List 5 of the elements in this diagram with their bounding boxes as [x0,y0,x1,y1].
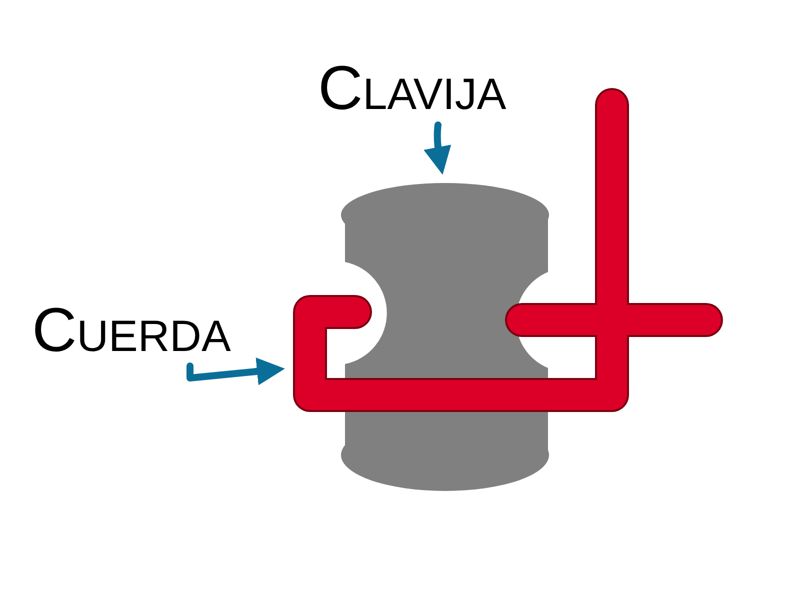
part-label: CLAVIJA [318,58,506,120]
peg-drawing [341,183,549,491]
leader-arrow [424,122,452,175]
part-label: CUERDA [32,300,231,362]
leader-arrow [186,357,285,386]
